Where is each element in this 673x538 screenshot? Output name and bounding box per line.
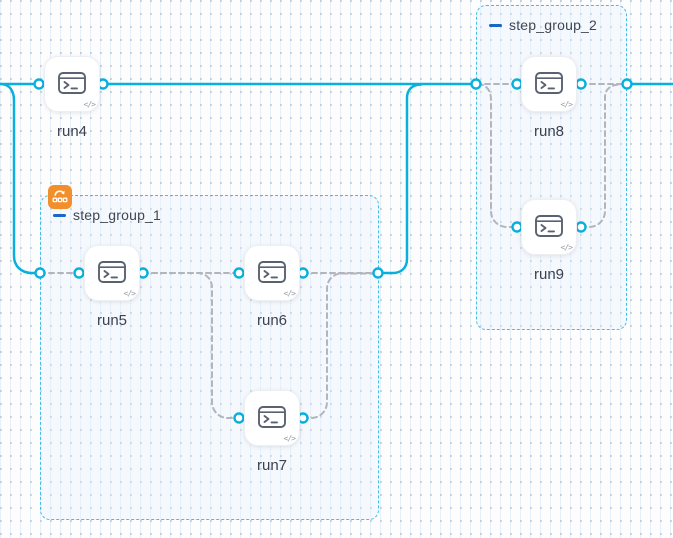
code-icon: </> bbox=[283, 434, 296, 443]
task-node-run7[interactable]: </> run7 bbox=[244, 390, 300, 474]
task-node-run9[interactable]: </> run9 bbox=[521, 199, 577, 283]
port-run7-in[interactable] bbox=[233, 412, 245, 424]
port-step_group_1-out[interactable] bbox=[372, 267, 384, 279]
task-node-run5[interactable]: </> run5 bbox=[84, 245, 140, 329]
terminal-icon bbox=[98, 261, 126, 283]
loop-badge bbox=[48, 185, 72, 209]
group-label: step_group_2 bbox=[509, 17, 598, 33]
code-icon: </> bbox=[83, 100, 96, 109]
group-header: step_group_1 bbox=[53, 206, 161, 224]
port-run8-out[interactable] bbox=[575, 78, 587, 90]
collapse-group-button[interactable] bbox=[489, 23, 502, 27]
task-node-run6[interactable]: </> run6 bbox=[244, 245, 300, 329]
task-node-run4[interactable]: </> run4 bbox=[44, 56, 100, 140]
group-header: step_group_2 bbox=[489, 16, 597, 34]
task-label: run6 bbox=[256, 312, 288, 329]
port-step_group_2-out[interactable] bbox=[621, 78, 633, 90]
edge-run5-to-run7[interactable] bbox=[142, 272, 240, 419]
edge-step_group_1-to-main-line[interactable] bbox=[376, 83, 423, 275]
edge-run7-to-step_group_1-out[interactable] bbox=[302, 272, 377, 419]
terminal-icon bbox=[258, 261, 286, 283]
terminal-icon bbox=[258, 406, 286, 428]
edge-step_group_2-in-to-run9[interactable] bbox=[477, 83, 518, 228]
port-run4-in[interactable] bbox=[33, 78, 45, 90]
port-run9-out[interactable] bbox=[575, 221, 587, 233]
task-node-run8[interactable]: </> run8 bbox=[521, 56, 577, 140]
loop-icon bbox=[52, 190, 68, 203]
port-step_group_2-in[interactable] bbox=[470, 78, 482, 90]
terminal-icon bbox=[535, 72, 563, 94]
task-label: run8 bbox=[533, 123, 565, 140]
task-label: run7 bbox=[256, 457, 288, 474]
task-label: run5 bbox=[96, 312, 128, 329]
group-label: step_group_1 bbox=[73, 207, 162, 223]
port-step_group_1-in[interactable] bbox=[34, 267, 46, 279]
code-icon: </> bbox=[560, 100, 573, 109]
code-icon: </> bbox=[283, 289, 296, 298]
collapse-group-button[interactable] bbox=[53, 213, 66, 217]
terminal-icon bbox=[58, 72, 86, 94]
code-icon: </> bbox=[560, 243, 573, 252]
edge-run9-to-step_group_2-out[interactable] bbox=[580, 83, 627, 228]
task-label: run9 bbox=[533, 266, 565, 283]
port-run6-in[interactable] bbox=[233, 267, 245, 279]
task-label: run4 bbox=[56, 123, 88, 140]
code-icon: </> bbox=[123, 289, 136, 298]
terminal-icon bbox=[535, 215, 563, 237]
port-run5-in[interactable] bbox=[73, 267, 85, 279]
edge-canvas-left-to-step_group_1[interactable] bbox=[0, 82, 41, 275]
